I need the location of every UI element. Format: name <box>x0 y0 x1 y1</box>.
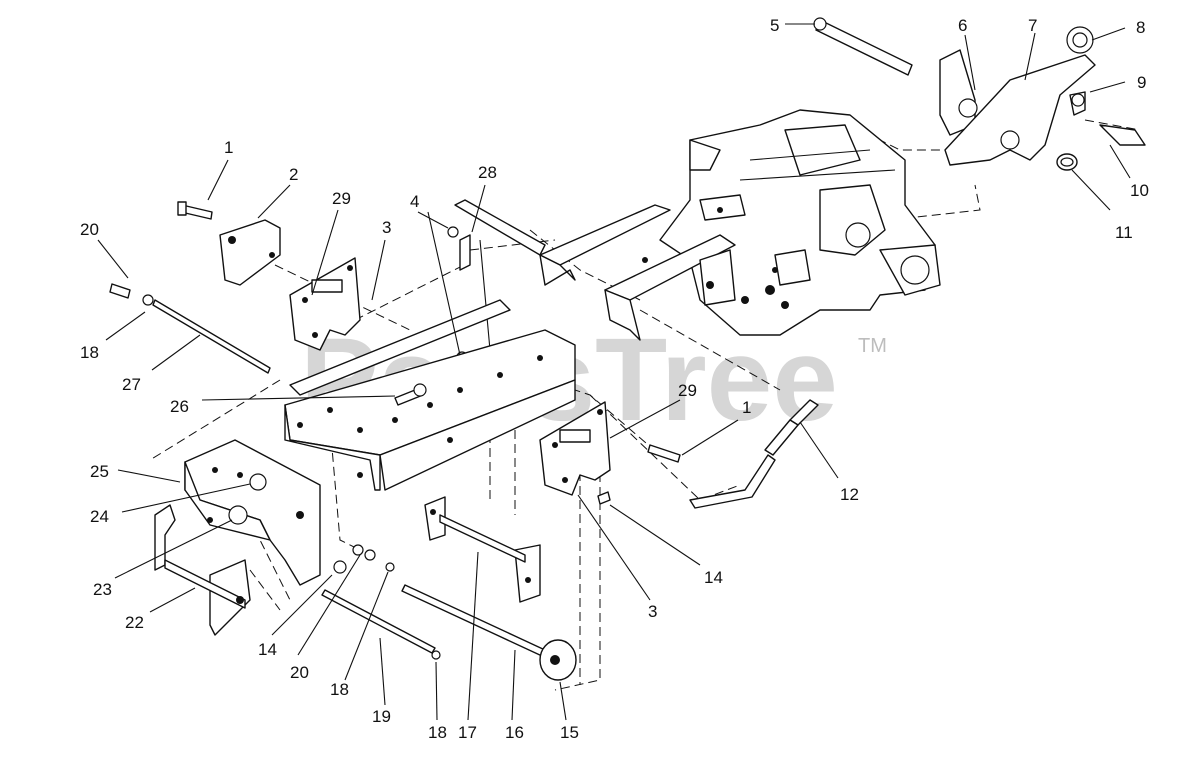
callout-6: 6 <box>958 16 967 35</box>
transmission-housing <box>659 109 941 336</box>
callout-25: 25 <box>90 462 109 481</box>
callout-28: 28 <box>478 163 497 182</box>
callout-4: 4 <box>410 192 419 211</box>
callout-3: 3 <box>382 218 391 237</box>
callout-18: 18 <box>80 343 99 362</box>
bolt-29-right <box>647 444 681 463</box>
side-plate-left <box>289 257 361 351</box>
callout-18: 18 <box>428 723 447 742</box>
side-plate-right <box>539 401 611 505</box>
callout-26: 26 <box>170 397 189 416</box>
bolt-26 <box>394 383 427 406</box>
rod-27-assembly <box>109 283 271 374</box>
bracket-28 <box>447 226 491 363</box>
callout-12: 12 <box>840 485 859 504</box>
bolt-1-upper <box>177 201 213 220</box>
callout-2: 2 <box>289 165 298 184</box>
callout-leaders <box>97 23 1131 721</box>
callout-3: 3 <box>648 602 657 621</box>
callout-8: 8 <box>1136 18 1145 37</box>
callout-27: 27 <box>122 375 141 394</box>
callout-19: 19 <box>372 707 391 726</box>
callout-7: 7 <box>1028 16 1037 35</box>
center-frame-box <box>284 299 576 491</box>
rod-16-wheel-15 <box>401 584 577 681</box>
callout-29: 29 <box>678 381 697 400</box>
watermark-trademark: TM <box>858 335 887 357</box>
callout-9: 9 <box>1137 73 1146 92</box>
callout-1: 1 <box>224 138 233 157</box>
callout-29: 29 <box>332 189 351 208</box>
callout-5: 5 <box>770 16 779 35</box>
callout-17: 17 <box>458 723 477 742</box>
callout-20: 20 <box>290 663 309 682</box>
bracket-2 <box>219 219 281 286</box>
callout-10: 10 <box>1130 181 1149 200</box>
callout-labels: 1 2 29 3 4 28 20 18 27 26 25 24 23 22 14… <box>80 16 1149 742</box>
handle-12 <box>689 399 819 509</box>
callout-14: 14 <box>704 568 723 587</box>
frame-channels <box>454 199 736 341</box>
callout-1: 1 <box>742 398 751 417</box>
bracket-assembly-25 <box>154 439 321 636</box>
bracket-17 <box>424 496 541 603</box>
callout-15: 15 <box>560 723 579 742</box>
callout-16: 16 <box>505 723 524 742</box>
callout-14: 14 <box>258 640 277 659</box>
hitch-assembly <box>813 17 1146 171</box>
callout-20: 20 <box>80 220 99 239</box>
callout-22: 22 <box>125 613 144 632</box>
callout-18: 18 <box>330 680 349 699</box>
rod-19-assembly <box>321 544 441 660</box>
callout-11: 11 <box>1115 223 1133 242</box>
callout-23: 23 <box>93 580 112 599</box>
callout-24: 24 <box>90 507 109 526</box>
